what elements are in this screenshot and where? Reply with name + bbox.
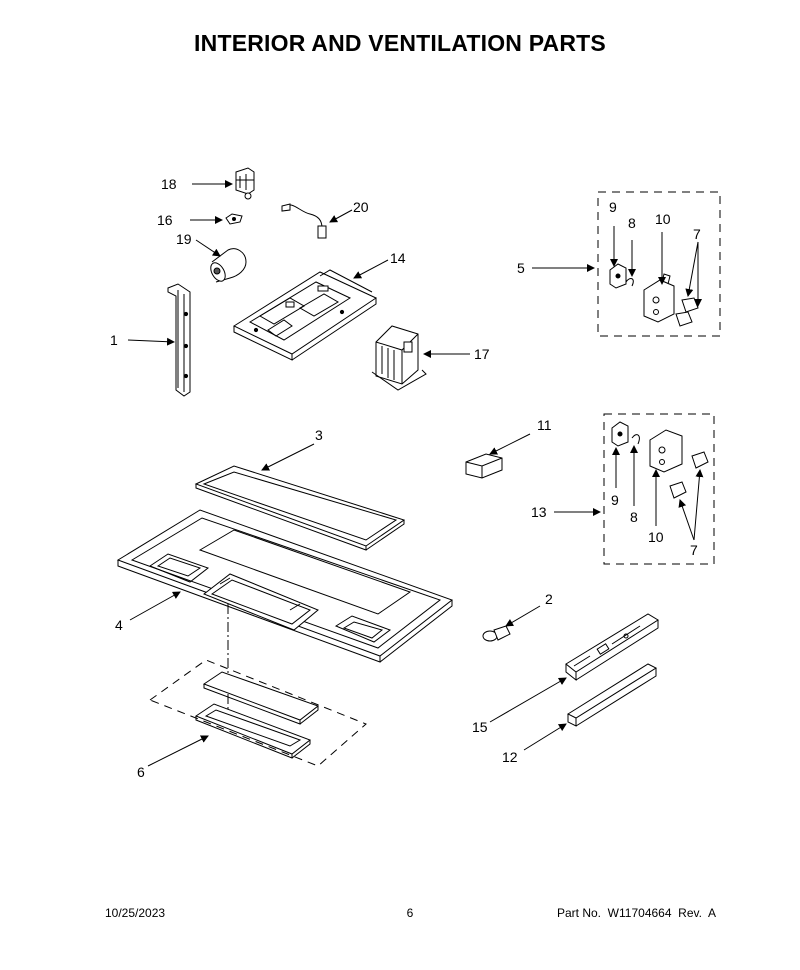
footer-page-number: 6: [406, 906, 414, 920]
part-6-drawing: [194, 671, 320, 759]
part-2-drawing: [482, 625, 511, 642]
part-3-drawing: [194, 465, 406, 551]
callout-13: 13: [531, 504, 547, 520]
part-15-drawing: [565, 613, 659, 682]
part-8-upper-drawing: [625, 278, 634, 287]
callout-6: 6: [137, 764, 145, 780]
callout-8-upper: 8: [628, 215, 636, 231]
part-19-drawing: [210, 248, 247, 283]
part-17-drawing: [371, 325, 427, 391]
part-10-lower-drawing: [649, 429, 683, 473]
callout-19: 19: [176, 231, 192, 247]
part-11-drawing: [465, 453, 503, 479]
part-10-upper-drawing: [643, 273, 675, 323]
part-18-drawing: [235, 167, 255, 200]
callout-20: 20: [353, 199, 369, 215]
callout-9-upper: 9: [609, 199, 617, 215]
footer-part-number: Part No. W11704664 Rev. A: [557, 906, 716, 920]
part-16-drawing: [225, 213, 243, 225]
part-1-drawing: [167, 283, 191, 397]
callout-15: 15: [472, 719, 488, 735]
part-7-upper-drawing: [675, 297, 699, 327]
part-9-lower-drawing: [611, 421, 629, 447]
callout-2: 2: [545, 591, 553, 607]
callout-10-lower: 10: [648, 529, 664, 545]
callout-7-upper: 7: [693, 226, 701, 242]
leader-arrows: [127, 180, 704, 767]
part-5-group-box: [597, 191, 721, 337]
callout-14: 14: [390, 250, 406, 266]
page-title: INTERIOR AND VENTILATION PARTS: [194, 30, 606, 56]
callout-18: 18: [161, 176, 177, 192]
callout-9-lower: 9: [611, 492, 619, 508]
part-8-lower-drawing: [631, 434, 640, 445]
callout-17: 17: [474, 346, 490, 362]
callout-4: 4: [115, 617, 123, 633]
part-4-drawing: [116, 509, 454, 663]
callout-7-lower: 7: [690, 542, 698, 558]
part-7-lower-drawing: [669, 451, 709, 499]
callout-8-lower: 8: [630, 509, 638, 525]
callout-1: 1: [110, 332, 118, 348]
callout-16: 16: [157, 212, 173, 228]
part-13-group-box: [603, 413, 715, 565]
callout-5: 5: [517, 260, 525, 276]
part-9-upper-drawing: [609, 263, 627, 289]
part-6-group-box: [148, 659, 367, 767]
part-20-drawing: [281, 203, 327, 239]
part-14-drawing: [232, 269, 378, 361]
callout-10-upper: 10: [655, 211, 671, 227]
callout-12: 12: [502, 749, 518, 765]
callout-11: 11: [537, 417, 552, 433]
part-12-drawing: [566, 663, 658, 727]
footer-date: 10/25/2023: [105, 906, 166, 920]
callout-3: 3: [315, 427, 323, 443]
